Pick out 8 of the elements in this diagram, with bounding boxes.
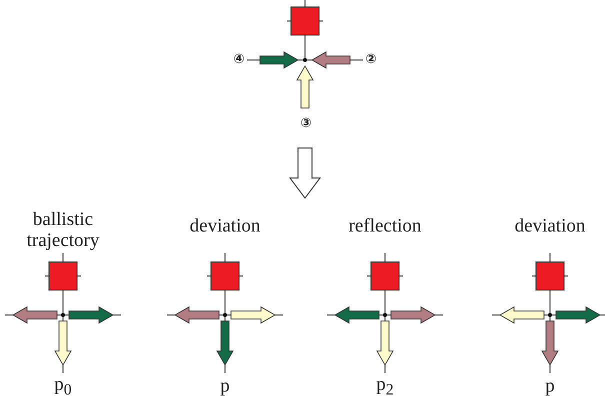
subscript-label: p$_{0}$ (54, 374, 72, 400)
subscript-label: p$_{2}$ (376, 374, 394, 400)
subscript-label: p (545, 376, 555, 398)
panel-title: ballistic trajectory (26, 210, 100, 252)
panel-title: reflection (348, 216, 422, 238)
panel-title: deviation (190, 216, 260, 238)
panel-title: deviation (514, 216, 586, 238)
subscript-label: p (220, 376, 230, 398)
